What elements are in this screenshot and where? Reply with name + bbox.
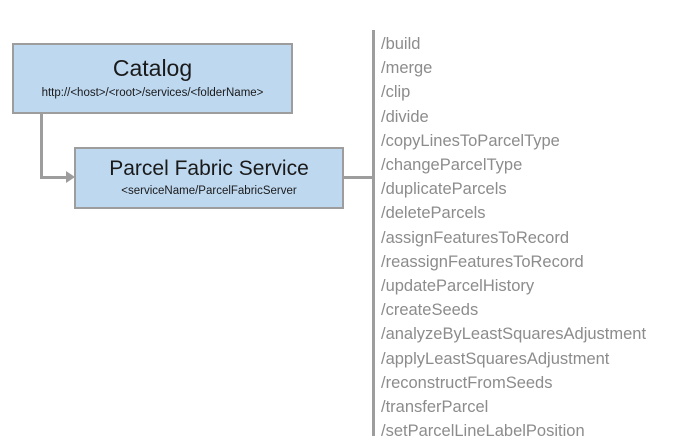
operation-item[interactable]: /updateParcelHistory: [381, 277, 535, 296]
operation-item[interactable]: /analyzeByLeastSquaresAdjustment: [381, 325, 647, 344]
connector-catalog-vertical: [40, 114, 43, 179]
connector-operations-horizontal: [344, 176, 374, 179]
operation-item[interactable]: /createSeeds: [381, 301, 479, 320]
node-catalog[interactable]: Catalog http://<host>/<root>/services/<f…: [12, 43, 293, 114]
node-catalog-subtitle: http://<host>/<root>/services/<folderNam…: [41, 86, 264, 99]
operation-item[interactable]: /divide: [381, 107, 429, 126]
operations-divider: [372, 30, 375, 436]
operation-item[interactable]: /merge: [381, 59, 433, 78]
operation-item[interactable]: /changeParcelType: [381, 156, 523, 175]
connector-catalog-horizontal: [40, 176, 72, 179]
operation-item[interactable]: /reassignFeaturesToRecord: [381, 252, 584, 271]
node-parcel-fabric-service-subtitle: <serviceName/ParcelFabricServer: [121, 184, 297, 197]
operation-item[interactable]: /setParcelLineLabelPosition: [381, 422, 585, 441]
operation-item[interactable]: /transferParcel: [381, 398, 489, 417]
operation-item[interactable]: /deleteParcels: [381, 204, 486, 223]
operation-item[interactable]: /duplicateParcels: [381, 180, 507, 199]
operation-item[interactable]: /reconstructFromSeeds: [381, 373, 553, 392]
arrow-right-icon: [66, 171, 75, 183]
node-catalog-title: Catalog: [112, 54, 193, 81]
operation-item[interactable]: /build: [381, 35, 421, 53]
operations-list: /build/merge/clip/divide/copyLinesToParc…: [381, 32, 681, 442]
node-parcel-fabric-service-title: Parcel Fabric Service: [109, 156, 309, 180]
operation-item[interactable]: /applyLeastSquaresAdjustment: [381, 349, 610, 368]
node-parcel-fabric-service[interactable]: Parcel Fabric Service <serviceName/Parce…: [74, 147, 344, 209]
operation-item[interactable]: /copyLinesToParcelType: [381, 131, 560, 150]
operation-item[interactable]: /clip: [381, 83, 411, 102]
operation-item[interactable]: /assignFeaturesToRecord: [381, 228, 570, 247]
